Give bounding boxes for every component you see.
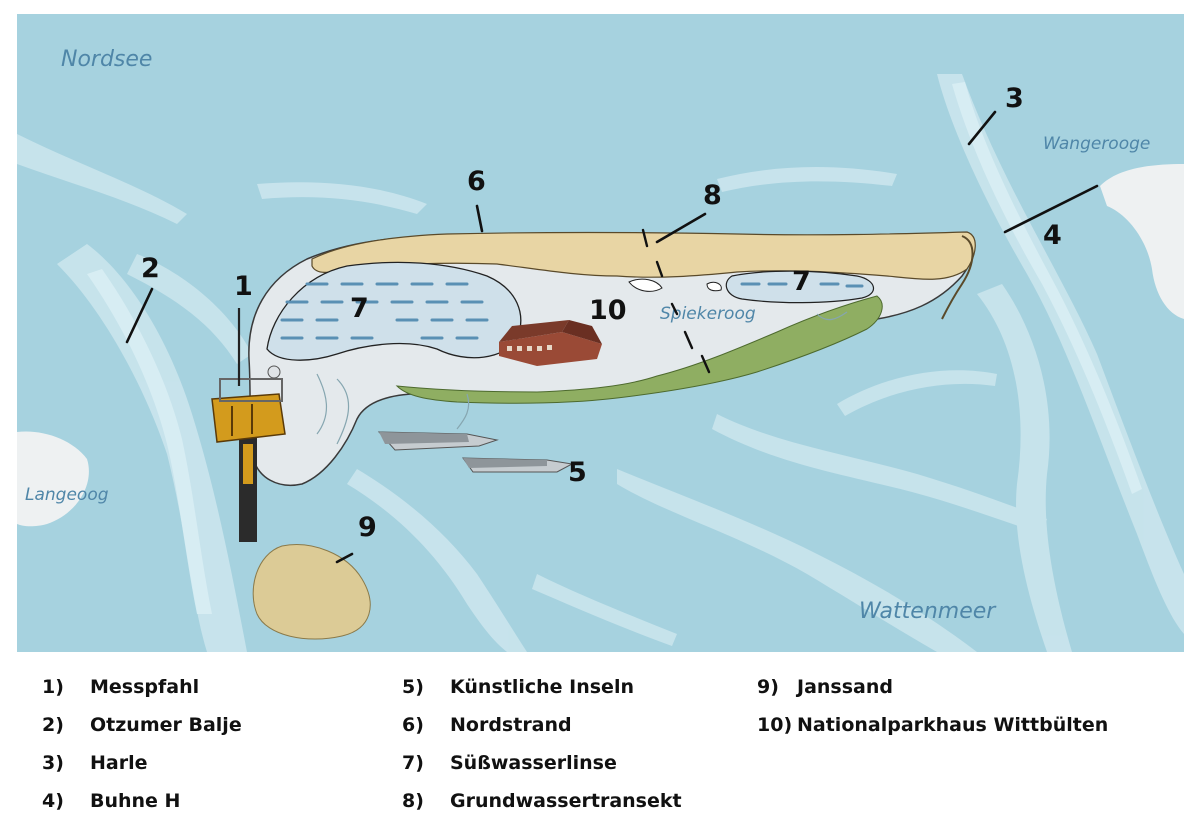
legend-number: 6)	[402, 714, 424, 736]
wattenmeer-label: Wattenmeer	[859, 599, 997, 624]
legend-label: Otzumer Balje	[90, 714, 242, 736]
legend-number: 10)	[757, 714, 793, 736]
legend-item: 4) Buhne H	[42, 782, 242, 820]
legend-column-2: 5) Künstliche Inseln 6) Nordstrand 7) Süßwa…	[402, 668, 682, 820]
nordsee-label: Nordsee	[61, 47, 152, 72]
freshwater-dashes-west	[280, 282, 489, 340]
legend-item: 2) Otzumer Balje	[42, 706, 242, 744]
legend-number: 3)	[42, 752, 64, 774]
legend-label: Nordstrand	[450, 714, 572, 736]
measuring-pole	[211, 308, 286, 542]
legend-column-1: 1) Messpfahl 2) Otzumer Balje 3) Harle 4) Bu…	[42, 668, 242, 820]
marker-5: 5	[568, 457, 587, 488]
janssand-sandbank	[252, 544, 371, 640]
legend-label: Nationalparkhaus Wittbülten	[797, 714, 1109, 736]
map-canvas: Nordsee Wangerooge Langeoog Spiekeroog W…	[17, 14, 1184, 652]
legend-item: 9) Janssand	[757, 668, 1108, 706]
freshwater-lens-east	[725, 270, 874, 304]
legend-label: Künstliche Inseln	[450, 676, 634, 698]
spiekeroog-island	[248, 231, 976, 486]
legend-number: 5)	[402, 676, 424, 698]
map-panel: Nordsee Wangerooge Langeoog Spiekeroog W…	[17, 14, 1184, 652]
legend-item: 7) Süßwasserlinse	[402, 744, 682, 782]
legend-number: 8)	[402, 790, 424, 812]
legend-item: 3) Harle	[42, 744, 242, 782]
legend-number: 9)	[757, 676, 779, 698]
legend-label: Buhne H	[90, 790, 181, 812]
leader-lines	[125, 110, 1099, 564]
wangerooge-island	[1100, 164, 1184, 319]
legend-label: Grundwassertransekt	[450, 790, 682, 812]
marker-9: 9	[358, 512, 377, 543]
legend-label: Süßwasserlinse	[450, 752, 617, 774]
marker-7-east: 7	[792, 266, 811, 297]
marker-10: 10	[589, 295, 627, 326]
langeoog-label: Langeoog	[25, 485, 109, 505]
nationalparkhaus-building	[499, 320, 602, 366]
marker-2: 2	[141, 253, 160, 284]
legend-number: 4)	[42, 790, 64, 812]
artificial-islands	[377, 431, 574, 473]
wangerooge-label: Wangerooge	[1043, 134, 1150, 154]
marker-7-west: 7	[350, 293, 369, 324]
legend-number: 2)	[42, 714, 64, 736]
marker-6: 6	[467, 166, 486, 197]
legend-label: Messpfahl	[90, 676, 200, 698]
legend-item: 5) Künstliche Inseln	[402, 668, 682, 706]
legend-item: 10)Nationalparkhaus Wittbülten	[757, 706, 1108, 744]
marker-4: 4	[1043, 220, 1062, 251]
legend-item: 1) Messpfahl	[42, 668, 242, 706]
marker-8: 8	[703, 180, 722, 211]
legend-item: 8) Grundwassertransekt	[402, 782, 682, 820]
channel-highlights	[87, 82, 1142, 614]
legend: 1) Messpfahl 2) Otzumer Balje 3) Harle 4) Bu…	[0, 668, 1200, 828]
salt-marsh	[395, 295, 883, 404]
marker-1: 1	[234, 271, 253, 302]
north-dune	[311, 231, 976, 280]
legend-item: 6) Nordstrand	[402, 706, 682, 744]
legend-label: Janssand	[797, 676, 893, 698]
freshwater-dashes-east	[740, 282, 864, 288]
legend-label: Harle	[90, 752, 148, 774]
legend-number: 7)	[402, 752, 424, 774]
marker-3: 3	[1005, 83, 1024, 114]
creeks	[316, 311, 848, 445]
legend-column-3: 9) Janssand 10)Nationalparkhaus Wittbülte…	[757, 668, 1108, 744]
spiekeroog-label: Spiekeroog	[660, 304, 756, 324]
langeoog-island	[17, 431, 89, 527]
legend-number: 1)	[42, 676, 64, 698]
